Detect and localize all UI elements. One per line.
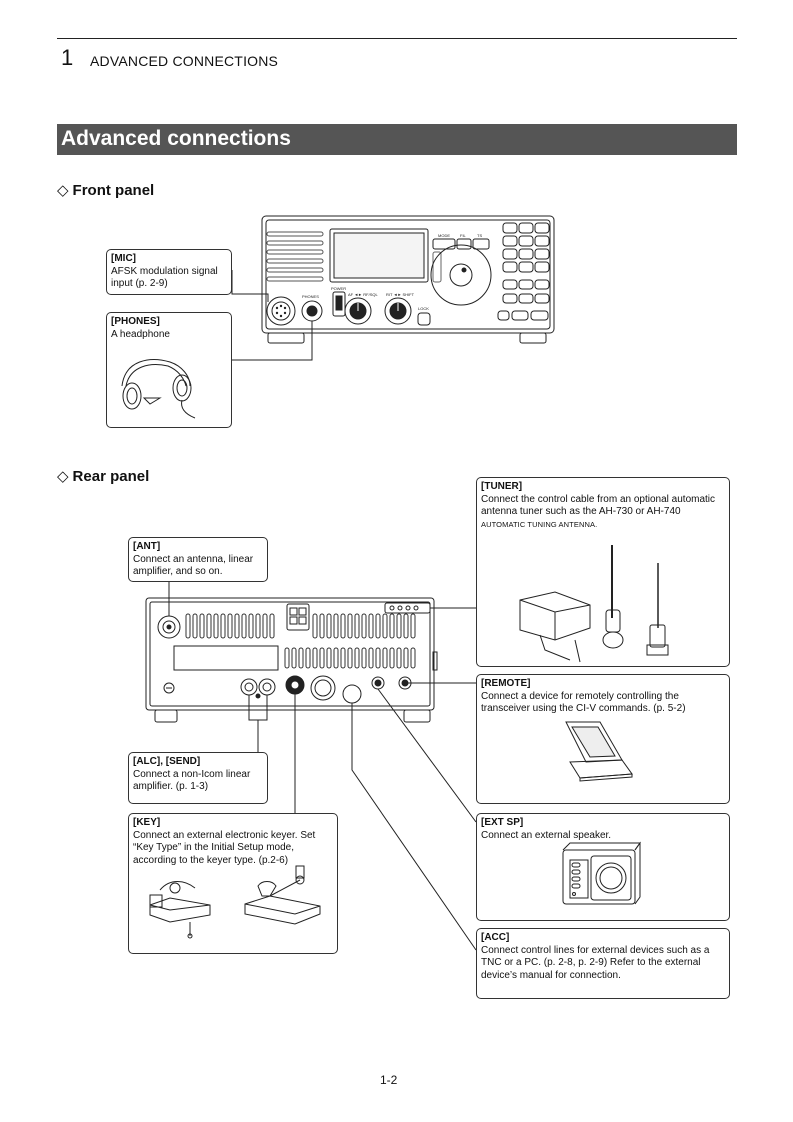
speaker-illustration (562, 841, 641, 905)
key-callout-title: [KEY] (133, 817, 161, 828)
tuner-callout-text: Connect the control cable from an option… (481, 493, 716, 518)
ext-sp-callout: [EXT SP] Connect an external speaker. (476, 813, 730, 921)
af-rf-label: AF ◄► RF/SQL (348, 292, 378, 297)
mic-callout-text: AFSK modulation signal input (p. 2-9) (111, 265, 218, 290)
tuner-callout: [TUNER] Connect the control cable from a… (476, 477, 730, 667)
ext-sp-callout-title: [EXT SP] (481, 817, 524, 828)
front-radio-illustration: MODE FIL TS PHONES AF ◄► RF/SQL RIT ◄► S… (261, 215, 555, 344)
ant-callout-text: Connect an antenna, linear amplifier, an… (133, 553, 254, 578)
mic-callout-title: [MIC] (111, 253, 136, 264)
section-bar (57, 124, 737, 155)
rear-panel-heading: ◇Rear panel (57, 467, 149, 485)
rear-radio-illustration (145, 597, 438, 723)
front-panel-heading-text: Front panel (72, 182, 155, 199)
laptop-illustration (565, 721, 633, 782)
alc-send-callout: [ALC], [SEND] Connect a non-Icom linear … (128, 752, 268, 804)
alc-send-callout-text: Connect a non-Icom linear amplifier. (p.… (133, 768, 251, 793)
page-number: 1-2 (380, 1073, 398, 1087)
ts-label: TS (477, 233, 482, 238)
lock-label: LOCK (418, 306, 429, 311)
section-title: Advanced connections (61, 127, 291, 150)
remote-callout: [REMOTE] Connect a device for remotely c… (476, 674, 730, 804)
acc-callout: [ACC] Connect control lines for external… (476, 928, 730, 999)
chapter-number: 1 (61, 45, 74, 70)
antenna-tuner-illustration (519, 545, 669, 663)
headphone-illustration (121, 359, 196, 419)
rit-label: RIT ◄► SHIFT (386, 292, 415, 297)
rear-panel-heading-text: Rear panel (72, 468, 150, 485)
ant-callout: [ANT] Connect an antenna, linear amplifi… (128, 537, 268, 582)
phones-callout: [PHONES] A headphone (106, 312, 232, 428)
ant-callout-title: [ANT] (133, 541, 161, 552)
power-label: POWER (331, 286, 346, 291)
acc-callout-title: [ACC] (481, 932, 510, 943)
mic-callout: [MIC] AFSK modulation signal input (p. 2… (106, 249, 232, 295)
remote-callout-text: Connect a device for remotely controllin… (481, 690, 686, 715)
header-rule (57, 38, 737, 39)
phones-callout-title: [PHONES] (111, 316, 160, 327)
diamond-icon: ◇ (57, 182, 69, 199)
diamond-icon: ◇ (57, 468, 69, 485)
key-callout-text: Connect an external electronic keyer. Se… (133, 829, 316, 866)
alc-send-callout-title: [ALC], [SEND] (133, 756, 201, 767)
phones-label: PHONES (302, 294, 319, 299)
mode-label: MODE (438, 233, 450, 238)
chapter-title: ADVANCED CONNECTIONS (90, 53, 279, 69)
fil-label: FIL (460, 233, 467, 238)
ext-sp-callout-text: Connect an external speaker. (481, 829, 612, 841)
tuner-callout-title: [TUNER] (481, 481, 523, 492)
remote-callout-title: [REMOTE] (481, 678, 531, 689)
phones-callout-text: A headphone (111, 328, 170, 340)
tuner-callout-small-caps: AUTOMATIC TUNING ANTENNA. (481, 519, 598, 529)
acc-callout-text: Connect control lines for external devic… (481, 944, 710, 981)
front-panel-heading: ◇Front panel (57, 181, 154, 199)
key-callout: [KEY] Connect an external electronic key… (128, 813, 338, 954)
key-illustration (149, 865, 321, 939)
